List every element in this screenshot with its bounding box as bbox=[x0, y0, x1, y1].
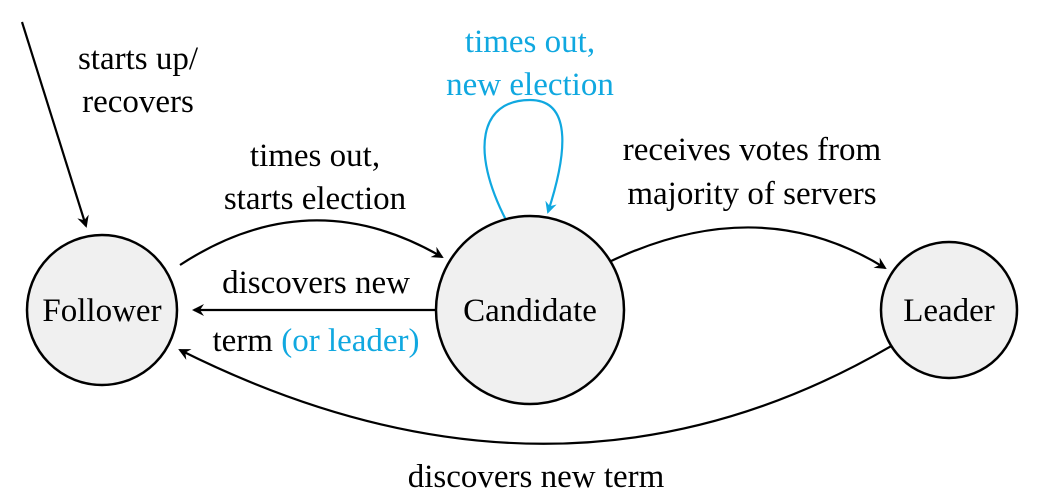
follower-node: Follower bbox=[25, 233, 179, 387]
discover-label-term: term bbox=[212, 323, 273, 359]
start-arrow bbox=[20, 21, 89, 228]
follower-label: Follower bbox=[42, 293, 161, 329]
discover-label-line1: discovers new bbox=[222, 265, 410, 301]
start-label-line1: starts up/ bbox=[78, 41, 199, 77]
leader-node: Leader bbox=[879, 240, 1019, 380]
votes-edge bbox=[608, 226, 887, 270]
leader-discover-label: discovers new term bbox=[408, 459, 665, 495]
discover-label-line2: term (or leader) bbox=[212, 323, 419, 359]
timeout-label-line2: starts election bbox=[224, 181, 406, 217]
leader-discover-edge bbox=[178, 344, 894, 445]
timeout-edge bbox=[179, 219, 444, 266]
candidate-node: Candidate bbox=[434, 214, 626, 406]
candidate-label: Candidate bbox=[463, 293, 597, 329]
votes-label-line1: receives votes from bbox=[623, 132, 882, 168]
votes-label-line2: majority of servers bbox=[627, 176, 876, 212]
discover-label-or-leader: (or leader) bbox=[281, 323, 419, 359]
timeout-label-line1: times out, bbox=[250, 138, 380, 174]
new-election-label-line1: times out, bbox=[465, 24, 595, 60]
new-election-label-line2: new election bbox=[446, 67, 614, 103]
new-election-loop bbox=[483, 98, 564, 221]
leader-label: Leader bbox=[903, 293, 995, 329]
start-label-line2: recovers bbox=[82, 84, 194, 120]
